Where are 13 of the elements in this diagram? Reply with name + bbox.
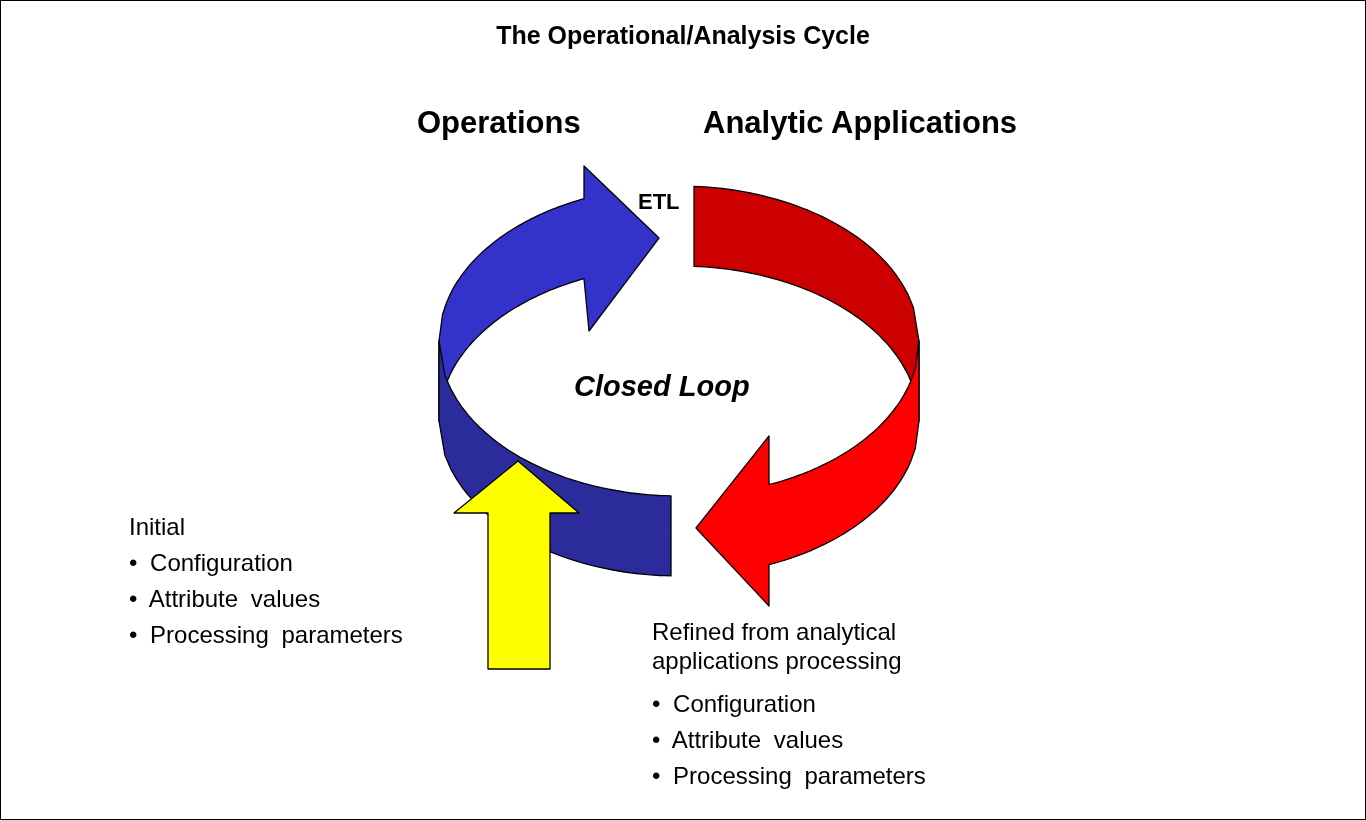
list-item: • Configuration [129,549,293,578]
diagram-title: The Operational/Analysis Cycle [495,21,871,50]
list-item: • Configuration [652,690,816,719]
list-item: • Processing parameters [652,762,926,791]
list-heading: Refined from analytical applications processing [652,618,903,676]
center-label: Closed Loop [574,369,750,404]
heading: Operations [417,104,581,142]
list-heading: Initial [129,513,186,542]
list-item: • Processing parameters [129,621,403,650]
heading: Analytic Applications [703,104,1018,142]
stage-label: ETL [638,189,680,216]
list-item: • Attribute values [652,726,844,755]
list-item: • Attribute values [129,585,321,614]
